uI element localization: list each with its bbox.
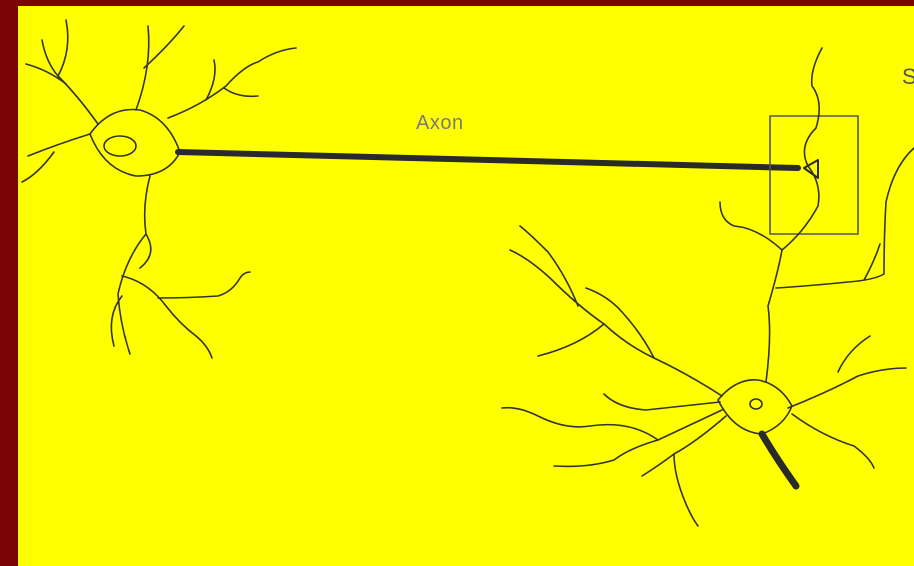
postsynaptic-cell-body — [718, 380, 792, 434]
neuron-diagram-panel: Axon S — [18, 6, 914, 566]
presynaptic-nucleus — [104, 136, 136, 156]
postsynaptic-nucleus — [750, 399, 762, 409]
presynaptic-dendrites — [22, 20, 296, 358]
axon-label: Axon — [416, 112, 464, 135]
postsynaptic-axon — [762, 434, 796, 486]
presynaptic-neuron — [22, 20, 818, 358]
edge-text-fragment: S — [902, 64, 914, 90]
neuron-diagram — [18, 6, 914, 566]
axon — [178, 152, 798, 168]
postsynaptic-dendrites — [502, 48, 914, 526]
postsynaptic-neuron — [502, 48, 914, 526]
